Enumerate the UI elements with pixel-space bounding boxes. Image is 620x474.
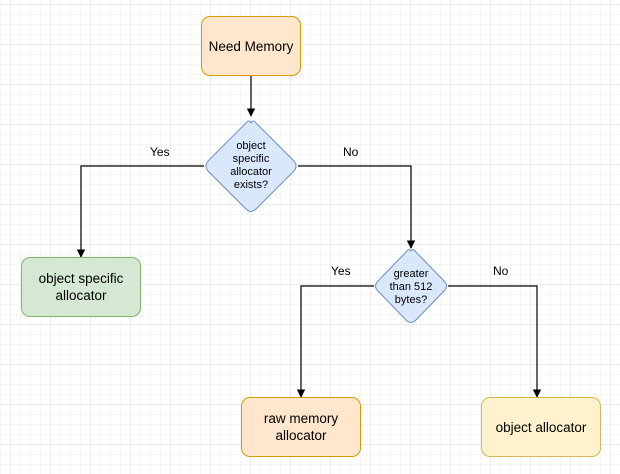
object-allocator-node[interactable]: object allocator — [481, 397, 601, 457]
object-specific-allocator-label: object specific allocator — [38, 271, 124, 303]
decision-specific-exists-label: object specific allocator exists? — [230, 140, 272, 191]
edge-label-size-no: No — [493, 264, 509, 278]
decision-specific-exists[interactable]: object specific allocator exists? — [220, 136, 282, 196]
raw-memory-allocator-node[interactable]: raw memory allocator — [241, 397, 361, 457]
edge-label-size-yes: Yes — [331, 264, 351, 278]
edge-size-no — [448, 285, 542, 398]
edge-specific-yes — [76, 165, 204, 258]
decision-greater-than-512-shape — [375, 249, 447, 323]
object-allocator-label: object allocator — [495, 419, 587, 435]
decision-greater-than-512-label: greater than 512 bytes? — [389, 267, 433, 306]
edge-label-specific-no: No — [343, 145, 359, 159]
decision-greater-than-512[interactable]: greater than 512 bytes? — [383, 262, 439, 312]
need-memory-node[interactable]: Need Memory — [201, 16, 301, 76]
need-memory-label: Need Memory — [208, 38, 294, 54]
edge-label-specific-yes: Yes — [150, 145, 170, 159]
object-specific-allocator-node[interactable]: object specific allocator — [21, 257, 141, 317]
edge-size-yes — [296, 285, 374, 398]
raw-memory-allocator-label: raw memory allocator — [263, 411, 339, 443]
decision-specific-exists-shape — [205, 120, 297, 212]
edge-specific-no — [298, 165, 416, 249]
